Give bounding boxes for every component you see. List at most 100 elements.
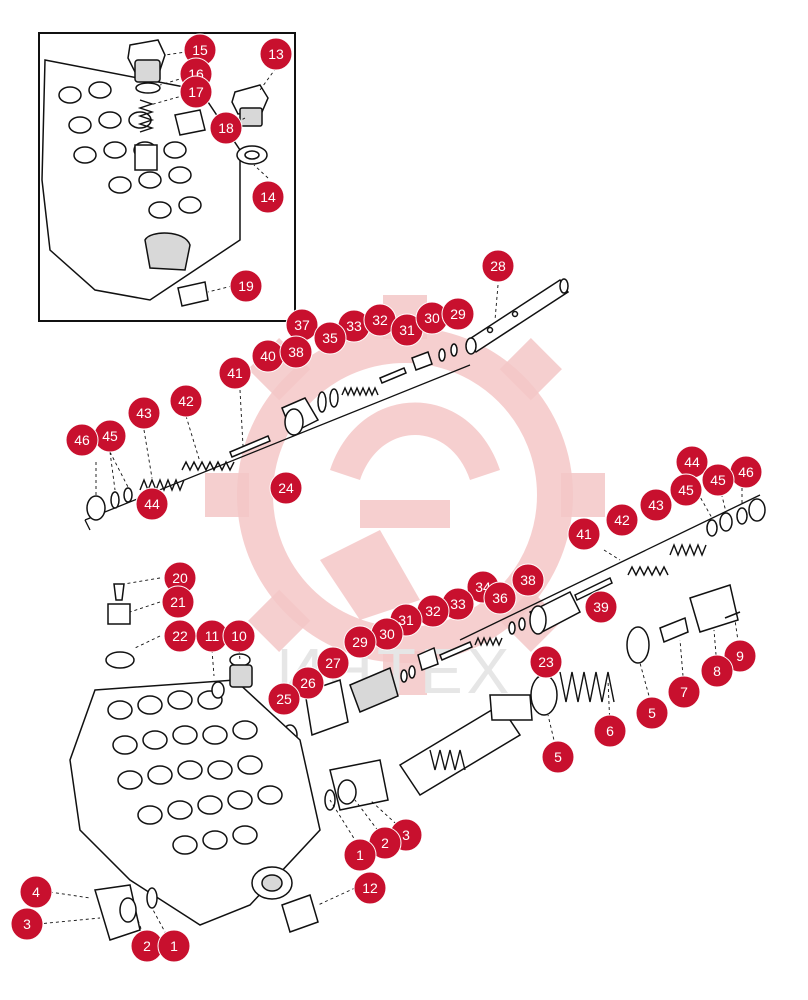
port-hole	[112, 735, 138, 755]
callout-26[interactable]: 26	[291, 666, 325, 700]
callout-marker[interactable]	[529, 645, 563, 679]
callout-marker[interactable]	[353, 871, 387, 905]
callout-37[interactable]: 37	[285, 308, 319, 342]
callout-38[interactable]: 38	[279, 335, 313, 369]
callout-marker[interactable]	[541, 740, 575, 774]
callout-marker[interactable]	[65, 423, 99, 457]
callout-marker[interactable]	[723, 639, 757, 673]
callout-35[interactable]: 35	[313, 321, 347, 355]
callout-marker[interactable]	[269, 471, 303, 505]
callout-5[interactable]: 5	[635, 696, 669, 730]
callout-45[interactable]: 45	[669, 473, 703, 507]
callout-9[interactable]: 9	[723, 639, 757, 673]
callout-marker[interactable]	[441, 297, 475, 331]
callout-4[interactable]: 4	[19, 875, 53, 909]
right-spool-assembly	[282, 494, 766, 797]
callout-17[interactable]: 17	[179, 75, 213, 109]
callout-29[interactable]: 29	[343, 625, 377, 659]
callout-43[interactable]: 43	[127, 396, 161, 430]
callout-marker[interactable]	[567, 517, 601, 551]
callout-8[interactable]: 8	[700, 654, 734, 688]
callout-21[interactable]: 21	[161, 585, 195, 619]
gear-tooth	[561, 473, 605, 517]
callout-marker[interactable]	[209, 111, 243, 145]
callout-43[interactable]: 43	[639, 488, 673, 522]
callout-18[interactable]: 18	[209, 111, 243, 145]
callout-42[interactable]: 42	[169, 384, 203, 418]
callout-marker[interactable]	[669, 473, 703, 507]
callout-marker[interactable]	[700, 654, 734, 688]
callout-number: 33	[346, 318, 362, 334]
callout-19[interactable]: 19	[229, 269, 263, 303]
callout-marker[interactable]	[481, 249, 515, 283]
callout-11[interactable]: 11	[195, 619, 229, 653]
callout-marker[interactable]	[584, 590, 618, 624]
callout-38[interactable]: 38	[511, 563, 545, 597]
callout-40[interactable]: 40	[251, 339, 285, 373]
callout-marker[interactable]	[343, 625, 377, 659]
callout-marker[interactable]	[593, 714, 627, 748]
callout-45[interactable]: 45	[93, 419, 127, 453]
callout-marker[interactable]	[701, 463, 735, 497]
callout-1[interactable]: 1	[157, 929, 191, 963]
callout-25[interactable]: 25	[267, 682, 301, 716]
callout-marker[interactable]	[135, 487, 169, 521]
callout-24[interactable]: 24	[269, 471, 303, 505]
callout-3[interactable]: 3	[10, 907, 44, 941]
callout-41[interactable]: 41	[218, 356, 252, 390]
callout-46[interactable]: 46	[729, 455, 763, 489]
callout-41[interactable]: 41	[567, 517, 601, 551]
callout-45[interactable]: 45	[701, 463, 735, 497]
callout-marker[interactable]	[291, 666, 325, 700]
callout-marker[interactable]	[639, 488, 673, 522]
callout-marker[interactable]	[169, 384, 203, 418]
callout-28[interactable]: 28	[481, 249, 515, 283]
callout-31[interactable]: 31	[390, 313, 424, 347]
callout-1[interactable]: 1	[343, 838, 377, 872]
callout-marker[interactable]	[635, 696, 669, 730]
callout-marker[interactable]	[667, 675, 701, 709]
callout-marker[interactable]	[511, 563, 545, 597]
callout-39[interactable]: 39	[584, 590, 618, 624]
callout-36[interactable]: 36	[483, 581, 517, 615]
callout-44[interactable]: 44	[135, 487, 169, 521]
callout-44[interactable]: 44	[675, 445, 709, 479]
callout-marker[interactable]	[279, 335, 313, 369]
callout-marker[interactable]	[222, 619, 256, 653]
callout-30[interactable]: 30	[370, 617, 404, 651]
callout-32[interactable]: 32	[363, 303, 397, 337]
callout-5[interactable]: 5	[541, 740, 575, 774]
callout-marker[interactable]	[483, 581, 517, 615]
callout-42[interactable]: 42	[605, 503, 639, 537]
callout-marker[interactable]	[10, 907, 44, 941]
callout-marker[interactable]	[316, 646, 350, 680]
callout-27[interactable]: 27	[316, 646, 350, 680]
callout-marker[interactable]	[313, 321, 347, 355]
callout-46[interactable]: 46	[65, 423, 99, 457]
callout-marker[interactable]	[259, 37, 293, 71]
callout-22[interactable]: 22	[163, 619, 197, 653]
callout-14[interactable]: 14	[251, 180, 285, 214]
callout-33[interactable]: 33	[441, 587, 475, 621]
callout-marker[interactable]	[157, 929, 191, 963]
callout-marker[interactable]	[161, 585, 195, 619]
callout-10[interactable]: 10	[222, 619, 256, 653]
callout-29[interactable]: 29	[441, 297, 475, 331]
callout-marker[interactable]	[218, 356, 252, 390]
callout-7[interactable]: 7	[667, 675, 701, 709]
callout-marker[interactable]	[343, 838, 377, 872]
callout-marker[interactable]	[605, 503, 639, 537]
callout-23[interactable]: 23	[529, 645, 563, 679]
callout-number: 42	[178, 393, 194, 409]
callout-6[interactable]: 6	[593, 714, 627, 748]
callout-marker[interactable]	[179, 75, 213, 109]
callout-number: 1	[356, 847, 364, 863]
callout-marker[interactable]	[19, 875, 53, 909]
callout-30[interactable]: 30	[415, 301, 449, 335]
callout-marker[interactable]	[267, 682, 301, 716]
callout-marker[interactable]	[251, 180, 285, 214]
callout-marker[interactable]	[229, 269, 263, 303]
callout-12[interactable]: 12	[353, 871, 387, 905]
callout-marker[interactable]	[127, 396, 161, 430]
callout-13[interactable]: 13	[259, 37, 293, 71]
